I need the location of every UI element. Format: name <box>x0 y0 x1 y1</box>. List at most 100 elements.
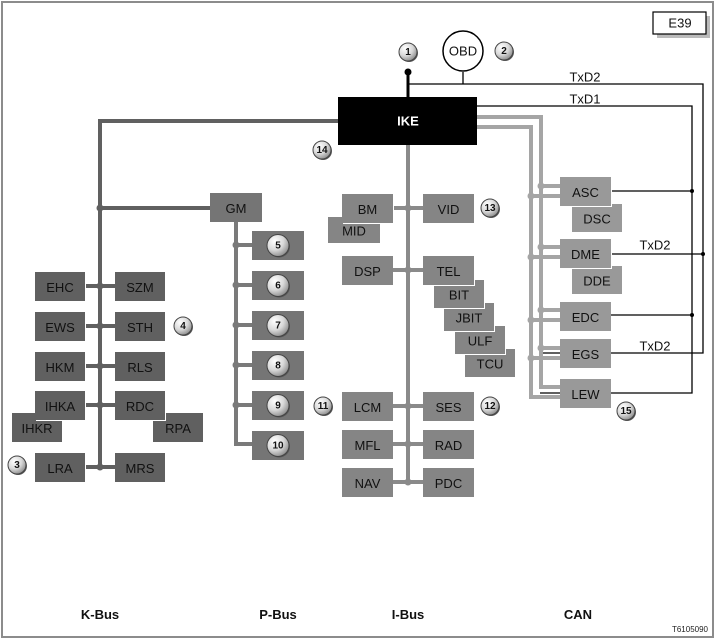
module-label: DDE <box>583 274 611 289</box>
module-label: LEW <box>571 387 600 402</box>
callout-3: 3 <box>7 455 27 475</box>
module-label: JBIT <box>456 311 483 326</box>
module-label: DME <box>571 247 600 262</box>
svg-text:2: 2 <box>501 46 507 57</box>
callout-14: 14 <box>312 140 332 160</box>
ike-module[interactable]: IKE <box>338 97 477 145</box>
module-label: EHC <box>46 280 73 295</box>
module-label: RPA <box>165 421 191 436</box>
module-asc[interactable]: ASC <box>560 177 612 207</box>
module-label: MRS <box>126 461 155 476</box>
module-hkm[interactable]: HKM <box>35 352 86 382</box>
callout-8: 8 <box>266 354 290 378</box>
svg-text:E39: E39 <box>668 16 691 31</box>
module-label: DSC <box>583 212 610 227</box>
module-ihka[interactable]: IHKA <box>35 391 86 421</box>
module-dsc[interactable]: DSC <box>572 204 622 232</box>
module-label: GM <box>226 201 247 216</box>
callout-10: 10 <box>266 434 290 458</box>
svg-text:5: 5 <box>275 241 281 252</box>
module-rad[interactable]: RAD <box>423 430 474 459</box>
module-ews[interactable]: EWS <box>35 312 86 342</box>
txd2-label: TxD2 <box>569 70 600 85</box>
module-nav[interactable]: NAV <box>342 468 393 497</box>
model-badge: E39 <box>652 11 710 38</box>
svg-text:11: 11 <box>318 401 329 412</box>
module-mfl[interactable]: MFL <box>342 430 393 459</box>
module-rpa[interactable]: RPA <box>153 413 203 442</box>
module-dde[interactable]: DDE <box>572 266 622 294</box>
callout-2: 2 <box>494 41 514 61</box>
module-lra[interactable]: LRA <box>35 453 86 483</box>
module-label: STH <box>127 320 153 335</box>
module-label: ASC <box>572 185 599 200</box>
module-lcm[interactable]: LCM <box>342 392 393 421</box>
module-ses[interactable]: SES <box>423 392 474 421</box>
pbus-module-8[interactable]: 8 <box>252 351 304 380</box>
module-label: TEL <box>437 264 461 279</box>
callout-5: 5 <box>266 234 290 258</box>
txd1-line <box>477 105 693 394</box>
callout-9: 9 <box>266 394 290 418</box>
pbus-module-10[interactable]: 10 <box>252 431 304 460</box>
module-mrs[interactable]: MRS <box>115 453 166 483</box>
pbus-module-5[interactable]: 5 <box>252 231 304 260</box>
svg-text:10: 10 <box>272 441 284 452</box>
pbus-module-7[interactable]: 7 <box>252 311 304 340</box>
module-bm[interactable]: BM <box>342 194 394 224</box>
callout-4: 4 <box>173 316 193 336</box>
module-lew[interactable]: LEW <box>560 379 611 408</box>
module-label: LCM <box>354 400 381 415</box>
svg-text:OBD: OBD <box>449 44 477 59</box>
module-boxes: IHKR RPA EHC SZM EWS STH HKM RLS IHKA RDC LRA MRS GM… <box>12 177 622 497</box>
txd1-label: TxD1 <box>569 92 600 107</box>
svg-text:9: 9 <box>275 401 281 412</box>
k-bus-label: K-Bus <box>81 607 119 622</box>
pbus-module-9[interactable]: 9 <box>252 391 304 420</box>
module-label: BM <box>358 202 378 217</box>
figure-id: T6105090 <box>672 625 709 634</box>
module-rls[interactable]: RLS <box>115 352 166 382</box>
module-dme[interactable]: DME <box>560 239 612 269</box>
module-label: ULF <box>468 334 493 349</box>
module-egs[interactable]: EGS <box>560 339 611 368</box>
module-ehc[interactable]: EHC <box>35 272 86 302</box>
module-label: DSP <box>354 264 381 279</box>
module-label: SZM <box>126 280 153 295</box>
i-bus-label: I-Bus <box>392 607 425 622</box>
module-label: BIT <box>449 288 469 303</box>
module-label: IHKR <box>21 421 52 436</box>
svg-text:3: 3 <box>14 460 20 471</box>
callout-12: 12 <box>480 396 500 416</box>
module-sth[interactable]: STH <box>115 312 166 342</box>
module-pdc[interactable]: PDC <box>423 468 474 497</box>
svg-text:4: 4 <box>180 321 186 332</box>
module-rdc[interactable]: RDC <box>115 391 166 421</box>
module-label: RAD <box>435 438 462 453</box>
module-tel[interactable]: TEL <box>423 256 475 286</box>
module-label: EWS <box>45 320 75 335</box>
module-edc[interactable]: EDC <box>560 302 611 331</box>
txd2-line <box>408 83 704 354</box>
svg-text:IKE: IKE <box>397 114 419 129</box>
module-gm[interactable]: GM <box>210 193 262 222</box>
module-label: SES <box>435 400 461 415</box>
module-label: MID <box>342 224 366 239</box>
txd2-dme-label: TxD2 <box>639 238 670 253</box>
svg-text:1: 1 <box>405 47 411 58</box>
module-dsp[interactable]: DSP <box>342 256 393 285</box>
svg-text:6: 6 <box>275 281 281 292</box>
module-label: MFL <box>355 438 381 453</box>
callout-1: 1 <box>398 42 418 62</box>
callout-15: 15 <box>616 401 636 421</box>
can-label: CAN <box>564 607 592 622</box>
module-vid[interactable]: VID <box>423 194 474 223</box>
module-label: LRA <box>47 461 73 476</box>
svg-text:14: 14 <box>316 145 328 156</box>
module-szm[interactable]: SZM <box>115 272 166 302</box>
svg-text:7: 7 <box>275 321 281 332</box>
pbus-module-6[interactable]: 6 <box>252 271 304 300</box>
module-label: EGS <box>572 347 600 362</box>
